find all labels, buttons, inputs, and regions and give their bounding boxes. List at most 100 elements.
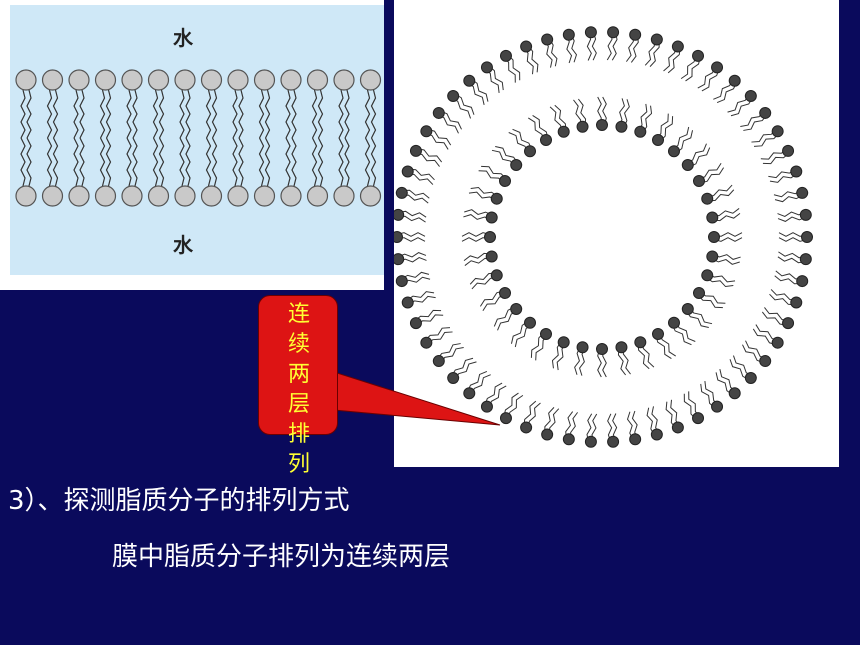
liposome-head [667, 145, 680, 158]
liposome-head [557, 125, 570, 138]
lipid-tail [338, 89, 344, 139]
liposome-head [759, 106, 772, 119]
lipid-bilayer-diagram: 水 水 [0, 0, 384, 290]
lipid-head [306, 69, 329, 91]
lipid-tail [311, 89, 318, 139]
lipid-tail [20, 89, 26, 139]
lipid-tail [185, 137, 191, 187]
slide-heading: 3）、探测脂质分子的排列方式 [8, 486, 350, 516]
lipid-tail [291, 89, 297, 139]
lipid-tail [99, 89, 106, 139]
liposome-head [692, 49, 705, 62]
liposome-head [557, 336, 570, 349]
liposome-head [484, 231, 496, 243]
lipid-tail [46, 137, 53, 187]
lipid-tail [205, 89, 212, 139]
liposome-head [541, 428, 554, 441]
lipid-head [68, 185, 90, 207]
lipid-head [359, 185, 382, 207]
liposome-head [650, 428, 663, 441]
liposome-head [394, 231, 403, 243]
liposome-head [615, 120, 628, 133]
liposome-head [485, 211, 498, 224]
lipid-tail [285, 137, 291, 187]
liposome-head [480, 61, 493, 74]
lipid-tail [232, 89, 238, 139]
lipid-tail [152, 137, 159, 187]
liposome-head [420, 125, 433, 138]
liposome-head [490, 269, 503, 282]
liposome-head [681, 159, 694, 172]
liposome-head [728, 74, 741, 87]
lipid-tail [132, 89, 138, 139]
liposome-head [708, 231, 720, 243]
lipid-tail [264, 137, 271, 187]
lipid-tail [317, 89, 324, 139]
liposome-head [401, 165, 414, 178]
lipid-head [94, 185, 117, 207]
liposome-head [463, 74, 476, 87]
lipid-tail [99, 137, 106, 187]
liposome-head [701, 269, 714, 282]
liposome-head [480, 400, 493, 413]
liposome-head [652, 134, 664, 147]
liposome-head [510, 302, 523, 315]
liposome-head [706, 250, 719, 263]
liposome-head [799, 253, 812, 266]
lipid-head [306, 185, 329, 207]
lipid-tail [344, 137, 350, 187]
liposome-head [711, 61, 724, 74]
liposome-head [799, 208, 812, 221]
lipid-tail [26, 89, 32, 139]
lipid-head [253, 185, 276, 207]
liposome-head [394, 208, 405, 221]
lipid-tail [344, 89, 350, 139]
lipid-head [94, 69, 117, 91]
liposome-head [520, 421, 533, 434]
water-label-bottom: 水 [173, 233, 194, 257]
lipid-head [174, 69, 196, 91]
liposome-heads [394, 26, 813, 448]
lipid-head [41, 185, 64, 207]
lipid-bilayer-svg: 水 水 [10, 5, 384, 275]
liposome-head [409, 144, 422, 157]
liposome-head [790, 296, 803, 309]
liposome-head [692, 287, 705, 299]
lipid-tail [258, 137, 265, 187]
lipid-tail [179, 89, 185, 139]
liposome-head [634, 125, 647, 138]
lipid-tail [311, 137, 318, 187]
liposome-head [540, 327, 552, 340]
lipid-head [15, 69, 37, 91]
liposome-head [499, 412, 512, 425]
lipid-head [280, 69, 302, 91]
lipid-tail [205, 137, 212, 187]
liposome-head [681, 302, 694, 315]
lipid-tails [20, 89, 377, 187]
liposome-head [728, 387, 741, 400]
liposome-head [711, 400, 724, 413]
lipid-tail [211, 137, 218, 187]
liposome-head [420, 336, 433, 349]
callout-label: 连续两层排列 [287, 302, 310, 477]
liposome-head [615, 341, 628, 354]
lipid-tail [132, 137, 138, 187]
lipid-tail [52, 89, 59, 139]
liposome-head [447, 90, 460, 103]
liposome-svg [394, 26, 813, 448]
liposome-head [759, 355, 772, 368]
liposome-head [634, 336, 647, 349]
lipid-tail [258, 89, 265, 139]
liposome-head [596, 119, 608, 131]
liposome-head [432, 106, 445, 119]
liposome-head [652, 327, 664, 340]
liposome-head [650, 33, 663, 46]
liposome-head [499, 49, 512, 62]
liposome-head [499, 175, 512, 187]
liposome-head [692, 175, 705, 187]
lipid-tail [179, 137, 185, 187]
liposome-head [409, 317, 422, 330]
liposome-head [524, 145, 537, 158]
liposome-head [524, 316, 537, 329]
lipid-tail [158, 137, 165, 187]
